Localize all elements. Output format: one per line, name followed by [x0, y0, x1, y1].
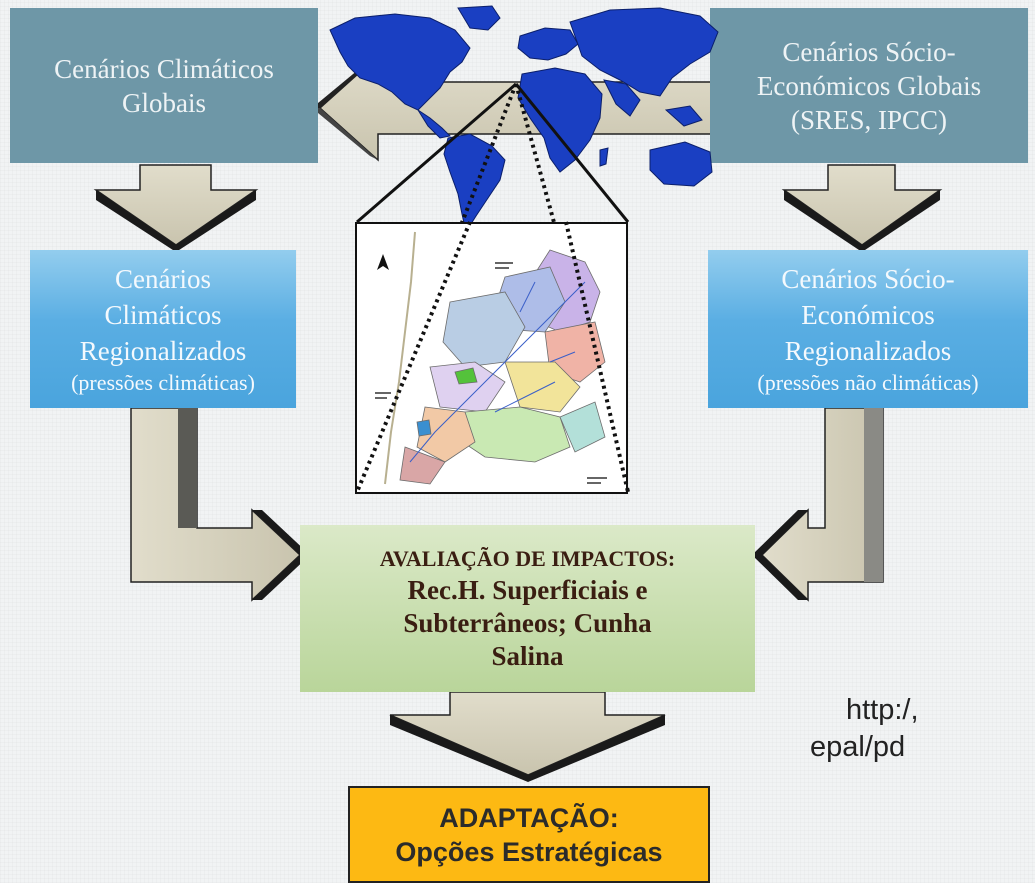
impact-heading: AVALIAÇÃO DE IMPACTOS: [379, 546, 676, 571]
regional-climate-line1: Cenários [115, 264, 211, 294]
global-socio-scenarios-box: Cenários Sócio- Económicos Globais (SRES… [710, 8, 1028, 163]
global-climate-label: Cenários Climáticos Globais [54, 53, 274, 118]
regional-climate-sub: (pressões climáticas) [71, 370, 255, 395]
north-arrow-icon [377, 254, 389, 270]
adaptation-line2: Opções Estratégicas [395, 836, 663, 867]
global-socio-line1: Cenários Sócio- [782, 36, 956, 67]
global-socio-line2: Económicos Globais [756, 70, 982, 101]
regional-socio-line1: Cenários Sócio- [781, 264, 955, 294]
regional-climate-line2: Climáticos [104, 300, 222, 330]
source-url-line1[interactable]: http:/, [846, 694, 919, 726]
global-climate-scenarios-box: Cenários Climáticos Globais [10, 8, 318, 163]
global-socio-line3: (SRES, IPCC) [790, 104, 948, 135]
regional-climate-scenarios-box: Cenários Climáticos Regionalizados (pres… [30, 250, 296, 408]
adaptation-box: ADAPTAÇÃO: Opções Estratégicas [348, 786, 710, 883]
adaptation-line1: ADAPTAÇÃO: [439, 802, 619, 833]
impact-line1: Rec.H. Superficiais e [407, 575, 648, 605]
impact-line3: Salina [491, 641, 564, 671]
river-basin-map-icon [355, 222, 628, 494]
regional-socio-scenarios-box: Cenários Sócio- Económicos Regionalizado… [708, 250, 1028, 408]
regional-socio-sub: (pressões não climáticas) [757, 370, 979, 395]
source-url-line2[interactable]: epal/pd [810, 731, 906, 763]
impact-assessment-box: AVALIAÇÃO DE IMPACTOS: Rec.H. Superficia… [300, 525, 755, 692]
regional-socio-line3: Regionalizados [784, 336, 952, 366]
regional-climate-line3: Regionalizados [79, 336, 247, 366]
impact-line2: Subterrâneos; Cunha [403, 608, 652, 638]
regional-socio-line2: Económicos [801, 300, 935, 330]
